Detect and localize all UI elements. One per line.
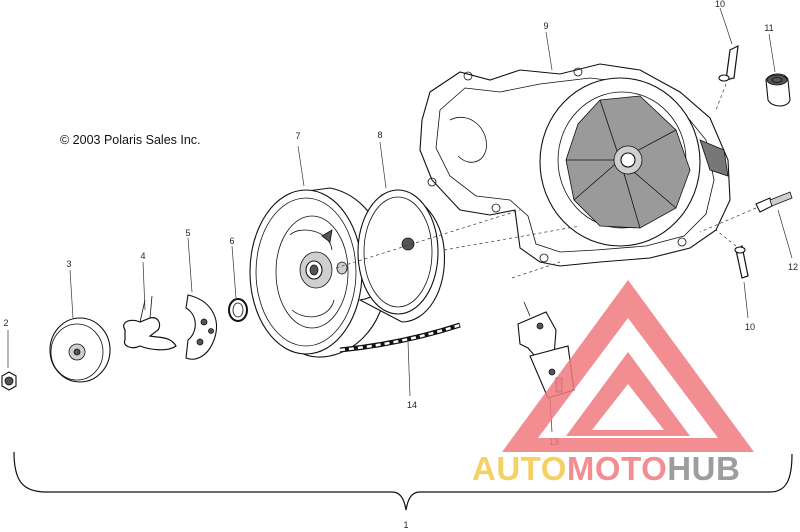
part-14-rope (339, 322, 461, 397)
callout-5: 5 (185, 228, 190, 238)
copyright-text: © 2003 Polaris Sales Inc. (60, 133, 201, 147)
callout-3: 3 (66, 259, 71, 269)
part-11-bushing (765, 33, 791, 107)
callout-11: 11 (764, 23, 773, 33)
part-6-spring-ring (228, 245, 248, 322)
callout-9: 9 (543, 21, 548, 31)
callout-6: 6 (229, 236, 234, 246)
callout-10-lower: 10 (745, 322, 755, 332)
callout-10-top: 10 (715, 0, 725, 9)
part-4-spring-clip (123, 261, 177, 351)
part-8-spring-disc (357, 141, 446, 323)
watermark-auto: AUTO (472, 450, 567, 487)
automotohub-watermark: AUTOMOTOHUB (472, 280, 754, 487)
part-10-rivet-top (715, 7, 739, 111)
part-2-nut (1, 330, 17, 391)
callout-14: 14 (407, 400, 417, 410)
callout-7: 7 (295, 131, 300, 141)
part-9-recoil-housing (419, 31, 731, 267)
assembly-guide-lines (335, 209, 581, 269)
watermark-hub: HUB (667, 450, 740, 487)
callout-8: 8 (377, 130, 382, 140)
callout-2: 2 (3, 318, 8, 328)
watermark-triangle-inner (566, 352, 690, 436)
callout-1: 1 (403, 520, 408, 530)
assembly-brace (13, 451, 793, 511)
watermark-triangle-logo (502, 280, 754, 452)
svg-text:AUTOMOTOHUB: AUTOMOTOHUB (472, 450, 740, 487)
part-10-rivet-lower (715, 229, 749, 319)
watermark-moto: MOTO (567, 450, 667, 487)
part-12-bolt (699, 191, 793, 259)
part-5-pawl (185, 237, 218, 360)
callout-12: 12 (788, 262, 798, 272)
callout-4: 4 (140, 251, 145, 261)
part-3-pulley-disc (49, 269, 111, 383)
